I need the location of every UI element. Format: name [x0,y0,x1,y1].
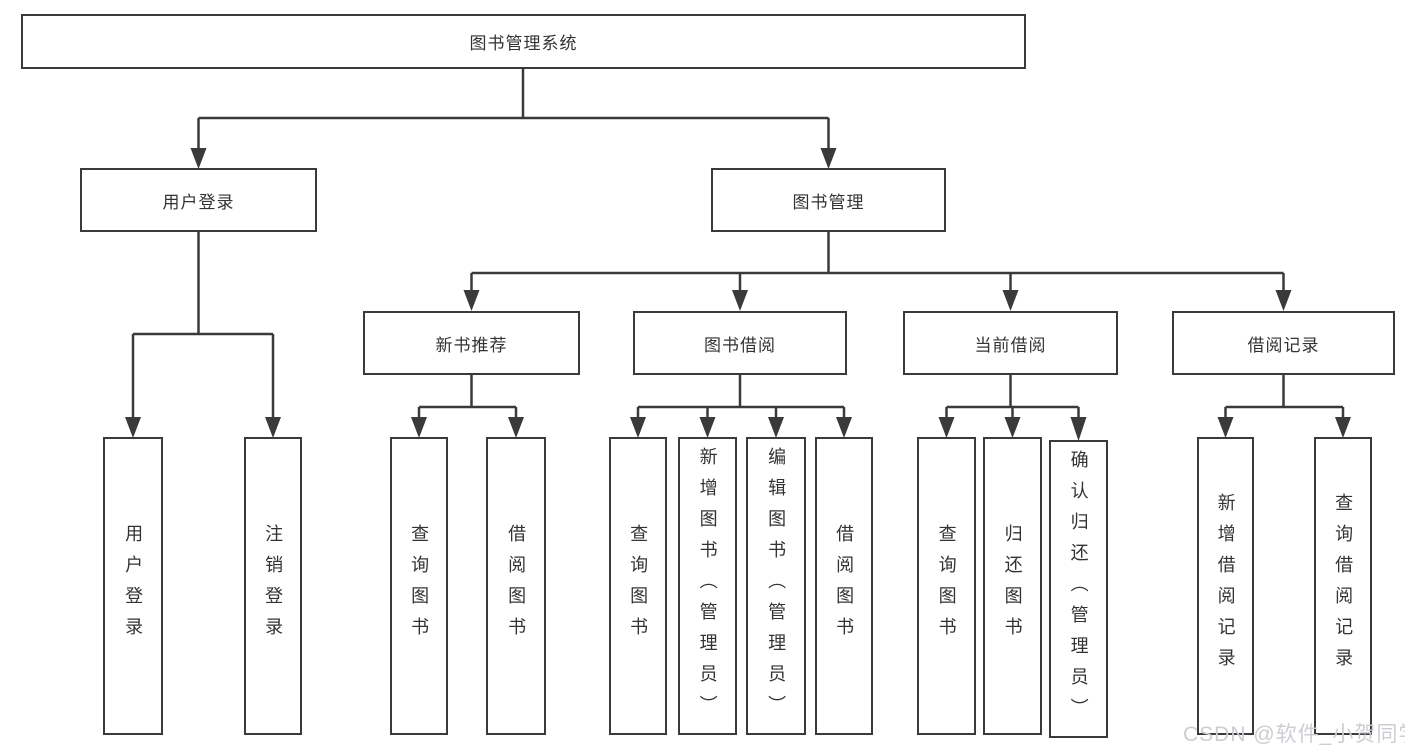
arrow-icon [1335,417,1351,438]
leaf-label: 查询图书 [409,524,430,648]
leaf-label: 编辑图书（管理员） [766,446,787,726]
arrow-icon [768,417,784,438]
leaf-confirm-return-admin: 确认归还（管理员） [1049,440,1108,738]
leaf-label: 新增借阅记录 [1215,493,1236,679]
arrow-icon [411,417,427,438]
arrow-icon [820,148,837,169]
leaf-label: 归还图书 [1002,524,1023,648]
arrow-icon [732,290,748,311]
arrow-icon [1002,290,1019,311]
leaf-query-books-current: 查询图书 [917,437,976,735]
leaf-return-books: 归还图书 [983,437,1042,735]
csdn-watermark: CSDN @软件_小贺同学 [1183,723,1405,746]
arrow-icon [938,417,955,438]
leaf-label: 注销登录 [263,524,284,648]
arrowheads [125,148,1351,441]
connector-borrow-records [1224,375,1345,419]
arrow-icon [1217,417,1234,438]
connector-root [197,69,830,150]
node-book-borrow: 图书借阅 [633,311,847,375]
leaf-label: 借阅图书 [834,524,855,648]
leaf-borrow-books: 借阅图书 [815,437,873,735]
leaf-label: 新增图书（管理员） [697,446,718,726]
connector-book-borrow [636,375,846,419]
arrow-icon [1275,290,1292,311]
leaf-add-books-admin: 新增图书（管理员） [678,437,737,735]
arrow-icon [1004,417,1021,438]
connector-user-login [131,232,275,419]
arrow-icon [125,417,141,438]
arrow-icon [190,148,207,169]
leaf-label: 用户登录 [123,524,144,648]
leaf-add-borrow-record: 新增借阅记录 [1197,437,1254,735]
leaf-query-borrow-record: 查询借阅记录 [1314,437,1372,735]
leaf-label: 查询图书 [628,524,649,648]
connector-new-book [417,375,518,419]
arrow-icon [1070,417,1087,441]
node-user-login: 用户登录 [80,168,317,232]
arrow-icon [836,417,852,438]
leaf-label: 确认归还（管理员） [1068,449,1089,729]
connector-current-borrow [945,375,1080,419]
node-borrow-records: 借阅记录 [1172,311,1395,375]
leaf-label: 查询图书 [936,524,957,648]
leaf-label: 借阅图书 [506,524,527,648]
connector-book-management [470,232,1285,292]
arrow-icon [265,417,281,438]
arrow-icon [630,417,646,438]
node-current-borrow: 当前借阅 [903,311,1118,375]
leaf-logout: 注销登录 [244,437,302,735]
arrow-icon [463,290,480,311]
node-root-system: 图书管理系统 [21,14,1026,69]
node-new-book-recommend: 新书推荐 [363,311,580,375]
node-book-management: 图书管理 [711,168,946,232]
leaf-borrow-books-recommend: 借阅图书 [486,437,546,735]
arrow-icon [508,417,524,438]
arrow-icon [699,417,716,438]
leaf-query-books-recommend: 查询图书 [390,437,448,735]
leaf-query-books-borrow: 查询图书 [609,437,667,735]
leaf-user-login: 用户登录 [103,437,163,735]
leaf-edit-books-admin: 编辑图书（管理员） [746,437,806,735]
leaf-label: 查询借阅记录 [1333,493,1354,679]
